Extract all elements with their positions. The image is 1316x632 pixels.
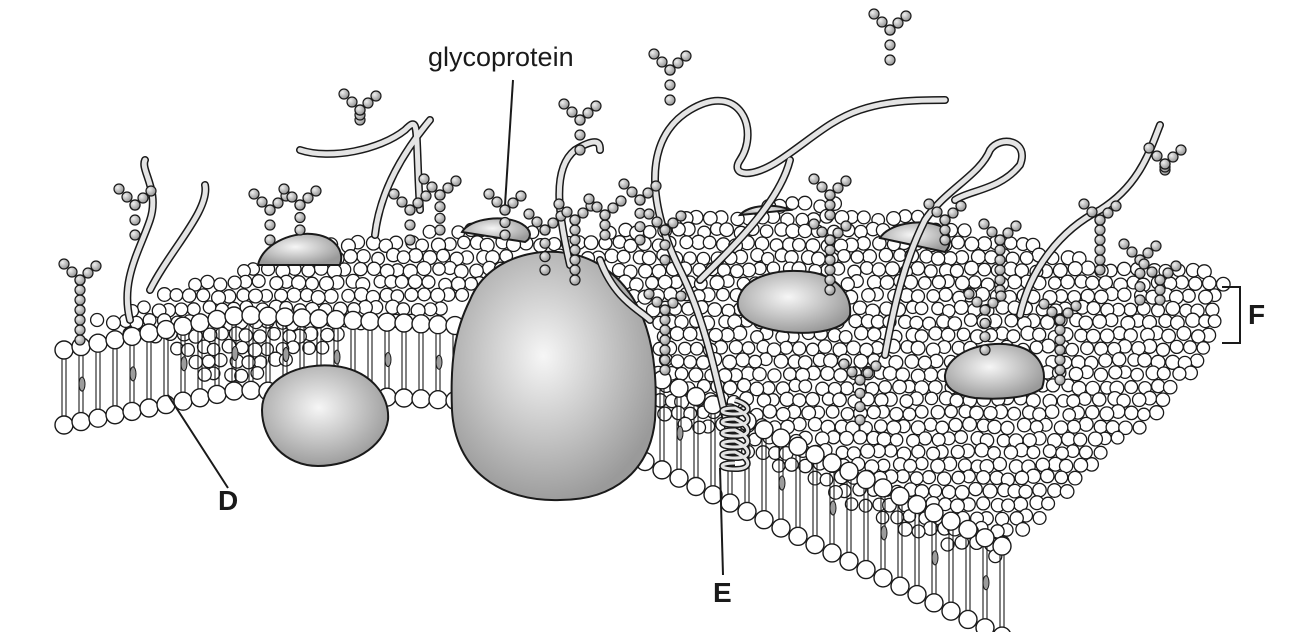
left-embedded-protein [260, 364, 390, 468]
label-f: F [1248, 299, 1265, 330]
middle-protein [736, 269, 852, 334]
label-glycoprotein: glycoprotein [428, 42, 574, 72]
top-center-protein [460, 217, 531, 244]
helical-protein-coil [719, 397, 751, 473]
glycoprotein-filaments-inner [124, 97, 1163, 458]
label-d: D [218, 485, 238, 516]
label-e-leader-line [719, 467, 724, 576]
large-channel-protein [450, 250, 657, 502]
label-f-bracket [1222, 286, 1241, 344]
labels: glycoprotein D E F [167, 42, 1265, 608]
integral-proteins [256, 204, 1045, 502]
right-protein [943, 342, 1045, 400]
carbohydrate-chains [58, 8, 1187, 426]
label-e: E [713, 577, 732, 608]
top-left-protein [256, 232, 343, 266]
glycoprotein-leader-line [504, 79, 514, 206]
label-d-leader-line [167, 394, 229, 489]
